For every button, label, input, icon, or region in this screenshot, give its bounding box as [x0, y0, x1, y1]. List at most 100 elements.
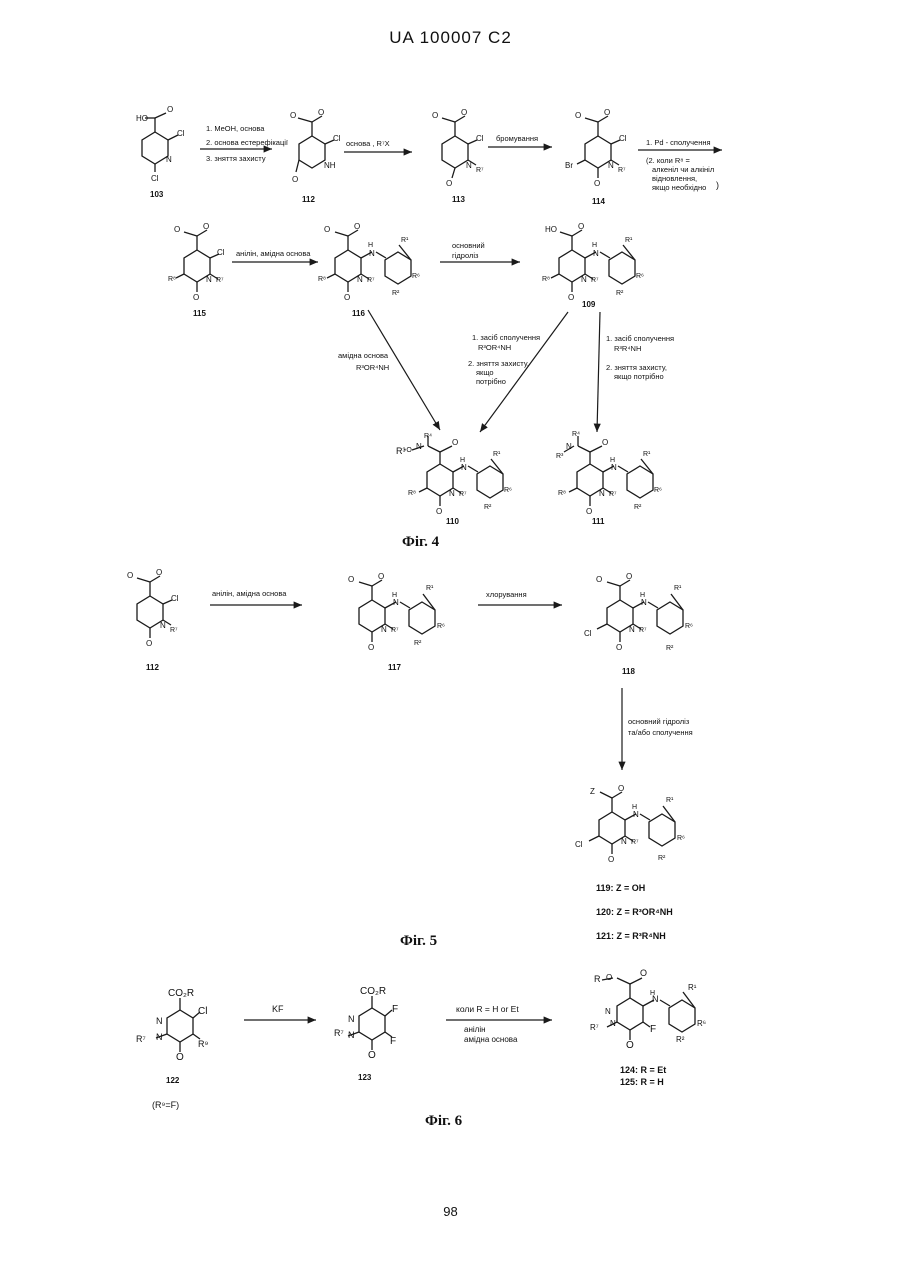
r-def-124: 124: R = Et [620, 1064, 666, 1076]
svg-text:O: O [127, 571, 133, 580]
svg-text:N: N [461, 463, 467, 472]
r-def-125: 125: R = H [620, 1076, 666, 1088]
svg-text:N: N [610, 1019, 616, 1028]
svg-text:N: N [348, 1014, 355, 1024]
svg-text:O: O [608, 855, 614, 864]
svg-text:O: O [626, 1040, 634, 1051]
svg-text:анілін, амідна основа: анілін, амідна основа [212, 589, 287, 598]
svg-text:R⁷: R⁷ [618, 167, 626, 174]
svg-text:Cl: Cl [476, 134, 484, 143]
svg-text:113: 113 [452, 195, 465, 204]
compound-110: R³-O R⁴N O HN R¹R⁸ NR⁷ O R⁶R² 110 [396, 433, 512, 526]
compound-123: CO₂RF NN R⁷F O 123 [334, 986, 398, 1082]
svg-text:потрібно: потрібно [476, 377, 506, 386]
svg-text:O: O [368, 1050, 376, 1061]
arrow-117-118: хлорування [478, 590, 562, 605]
svg-text:N: N [621, 837, 627, 846]
svg-text:Cl: Cl [171, 594, 179, 603]
svg-text:R⁶: R⁶ [636, 273, 644, 280]
svg-text:R⁷: R⁷ [170, 627, 178, 634]
arrow-109-111: 1. засіб сполучення R³R⁴NH 2. зняття зах… [597, 312, 674, 432]
svg-text:R³R⁴NH: R³R⁴NH [614, 344, 641, 353]
svg-text:O: O [596, 575, 602, 584]
svg-text:N: N [566, 442, 572, 451]
svg-text:O: O [146, 639, 152, 648]
arrow-114-115: 1. Pd - сполучення (2. коли R⁸ = алкеніл… [638, 138, 722, 192]
svg-text:якщо необхідно: якщо необхідно [652, 183, 706, 192]
compound-122: CO₂RCl NN R⁷R⁹ O 122 [136, 988, 208, 1085]
svg-text:R⁶: R⁶ [677, 835, 685, 842]
arrow-118-119: основний гідроліз та/або сполучення [622, 688, 693, 770]
compound-119: ZO HN R¹Cl NR⁷ O R⁶R² [575, 784, 685, 864]
z-def-120: 120: Z = R³OR⁴NH [596, 900, 673, 924]
svg-text:N: N [160, 621, 166, 630]
svg-text:O: O [602, 438, 608, 447]
fig4-caption: Фіг. 4 [402, 534, 439, 551]
svg-text:N: N [608, 161, 614, 170]
svg-text:хлорування: хлорування [486, 590, 527, 599]
svg-text:N: N [156, 1032, 163, 1042]
svg-text:O: O [193, 293, 199, 302]
svg-text:HO: HO [545, 225, 557, 234]
svg-text:N: N [416, 442, 422, 451]
fig5-caption: Фіг. 5 [400, 933, 437, 950]
svg-text:R⁶: R⁶ [654, 487, 662, 494]
arrow-122-123: KF [244, 1004, 316, 1020]
svg-text:Cl: Cl [575, 840, 583, 849]
svg-text:2. зняття захисту,: 2. зняття захисту, [468, 359, 529, 368]
svg-text:103: 103 [150, 190, 164, 199]
svg-text:R⁷: R⁷ [590, 1023, 599, 1032]
r9-note: (R⁹=F) [152, 1100, 179, 1110]
svg-text:R⁷: R⁷ [334, 1028, 344, 1038]
svg-text:O: O [594, 179, 600, 188]
svg-text:R¹: R¹ [674, 585, 682, 592]
svg-text:O: O [626, 572, 632, 581]
svg-text:відновлення,: відновлення, [652, 174, 697, 183]
fig6-r-definitions: 124: R = Et 125: R = H [620, 1064, 666, 1088]
svg-text:O: O [354, 222, 360, 231]
svg-text:R⁷: R⁷ [216, 277, 224, 284]
arrow-112-113: основа , R⁷X [344, 139, 412, 152]
svg-text:(2. коли R⁸ =: (2. коли R⁸ = [646, 156, 691, 165]
svg-text:R⁷: R⁷ [609, 491, 617, 498]
svg-text:N: N [348, 1030, 355, 1040]
z-def-121: 121: Z = R³R⁴NH [596, 924, 673, 948]
svg-text:R⁸: R⁸ [318, 276, 326, 283]
svg-text:O: O [446, 179, 452, 188]
svg-text:CO₂R: CO₂R [360, 986, 386, 997]
svg-text:основний гідроліз: основний гідроліз [628, 717, 690, 726]
svg-text:O: O [452, 438, 458, 447]
svg-text:O: O [586, 507, 592, 516]
svg-text:R⁷: R⁷ [476, 167, 484, 174]
svg-text:R²: R² [666, 645, 674, 652]
arrow-116-110: амідна основа R³OR⁴NH [338, 310, 440, 430]
svg-text:O: O [348, 575, 354, 584]
svg-text:3. зняття захисту: 3. зняття захисту [206, 154, 266, 163]
arrow-113-114: бромування [488, 134, 552, 147]
svg-text:Cl: Cl [333, 134, 341, 143]
svg-text:алкеніл чи алкініл: алкеніл чи алкініл [652, 165, 714, 174]
compound-109: HOO HN R¹R⁸ NR⁷ O R⁶R² 109 [542, 222, 644, 309]
svg-text:O: O [606, 973, 612, 982]
svg-text:F: F [390, 1036, 396, 1047]
svg-text:N: N [466, 161, 472, 170]
svg-text:R¹: R¹ [401, 237, 409, 244]
svg-text:гідроліз: гідроліз [452, 251, 479, 260]
svg-text:R¹: R¹ [643, 451, 651, 458]
svg-text:N: N [166, 155, 172, 164]
svg-text:R⁹: R⁹ [198, 1039, 208, 1049]
page-number: 98 [0, 1204, 901, 1219]
svg-text:NH: NH [324, 161, 336, 170]
svg-text:основний: основний [452, 241, 485, 250]
svg-text:O: O [378, 572, 384, 581]
svg-text:HO: HO [136, 114, 148, 123]
svg-text:бромування: бромування [496, 134, 538, 143]
svg-text:R²: R² [414, 640, 422, 647]
svg-text:амідна основа: амідна основа [464, 1035, 518, 1044]
svg-text:N: N [641, 598, 647, 607]
compound-114: OO ClBr NR⁷ O 114 [565, 108, 627, 206]
svg-text:R¹: R¹ [493, 451, 501, 458]
svg-text:N: N [369, 249, 375, 258]
svg-text:O: O [578, 222, 584, 231]
compound-112b: OO ClN R⁷O 112 [127, 568, 179, 672]
